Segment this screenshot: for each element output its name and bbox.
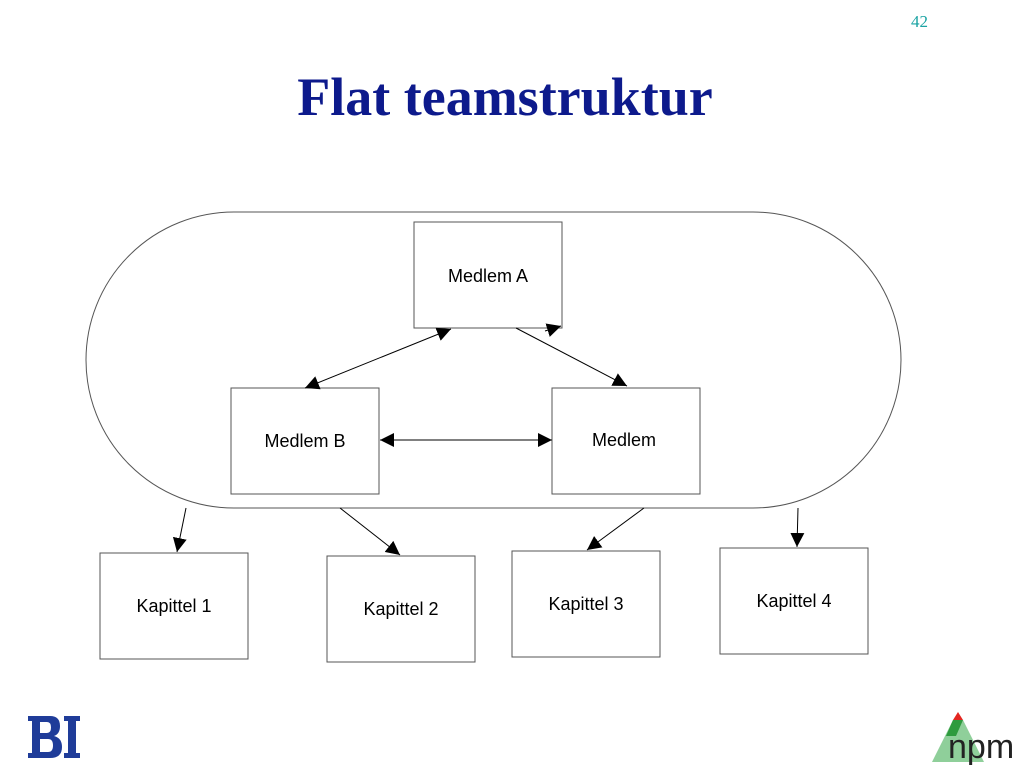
edge-team-chapter-2 bbox=[339, 507, 401, 556]
member-label-a: Medlem A bbox=[448, 266, 528, 286]
slide-title: Flat teamstruktur bbox=[297, 67, 713, 127]
npm-logo-text: npm bbox=[948, 728, 1014, 766]
chapter-label-2: Kapittel 2 bbox=[363, 599, 438, 619]
edge-team-chapter-1 bbox=[172, 507, 187, 553]
page-number: 42 bbox=[911, 12, 928, 31]
chapter-node-2: Kapittel 2 bbox=[326, 555, 476, 663]
bi-logo: BI bbox=[28, 716, 80, 758]
edge-a-stub bbox=[544, 323, 562, 337]
member-node-c: Medlem bbox=[551, 387, 701, 495]
chapter-label-3: Kapittel 3 bbox=[548, 594, 623, 614]
edge-team-chapter-3 bbox=[586, 507, 645, 551]
edge-a-c bbox=[515, 327, 628, 387]
team-boundary bbox=[85, 211, 902, 509]
member-label-c: Medlem bbox=[592, 430, 656, 450]
member-node-b: Medlem B bbox=[230, 387, 380, 495]
chapter-node-1: Kapittel 1 bbox=[99, 552, 249, 660]
edge-team-chapter-4 bbox=[790, 507, 805, 548]
edge-a-b bbox=[304, 327, 452, 390]
chapter-label-1: Kapittel 1 bbox=[136, 596, 211, 616]
chapter-label-4: Kapittel 4 bbox=[756, 591, 831, 611]
npm-logo: npm npm bbox=[932, 712, 1014, 766]
chapter-node-4: Kapittel 4 bbox=[719, 547, 869, 655]
member-label-b: Medlem B bbox=[264, 431, 345, 451]
member-node-a: Medlem A bbox=[413, 221, 563, 329]
chapter-node-3: Kapittel 3 bbox=[511, 550, 661, 658]
